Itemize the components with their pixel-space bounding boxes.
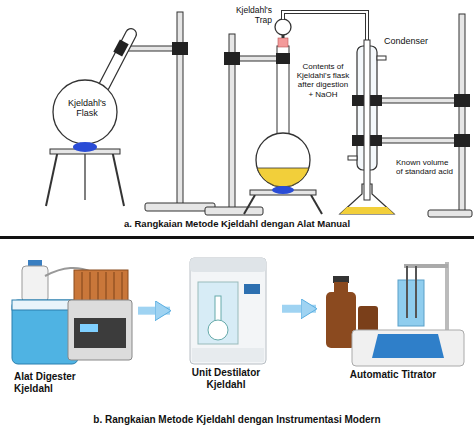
flow-arrow	[282, 305, 316, 313]
tube-rack	[74, 270, 128, 302]
clamp-block	[454, 134, 470, 147]
scrubber-bottle	[22, 266, 48, 302]
label-anchor: Known volume of standard acid	[396, 158, 456, 176]
control-panel	[74, 318, 126, 348]
section-caption: a. Rangkaian Metode Kjeldahl dengan Alat…	[0, 219, 474, 230]
electrode-arm	[404, 264, 448, 268]
flask-neck-outline	[103, 34, 131, 88]
sample-flask	[208, 320, 228, 340]
standard-acid	[340, 207, 394, 214]
safety-window	[198, 282, 238, 344]
tripod-leg	[84, 152, 86, 200]
label-anchor: a. Rangkaian Metode Kjeldahl dengan Alat…	[0, 219, 474, 230]
section-divider	[0, 236, 474, 239]
instrument-node: Automatic Titrator	[318, 255, 468, 383]
digestion-tubes	[82, 272, 122, 300]
glass-tube	[283, 12, 367, 46]
clamp-block	[454, 94, 470, 107]
label-anchor: Contents of Kjeldahl's flask after diges…	[296, 62, 350, 99]
label-anchor: Kjeldahl's Trap	[224, 6, 272, 26]
water-port	[377, 56, 386, 60]
stand-base	[205, 207, 263, 215]
condenser-tube	[364, 40, 370, 200]
distiller-base	[192, 348, 264, 362]
tripod-leg	[244, 195, 255, 214]
display	[80, 324, 98, 332]
stand-rod	[177, 12, 183, 204]
flask-neck	[103, 34, 131, 88]
clamp-jaw	[276, 53, 290, 64]
titration-beaker	[398, 280, 424, 326]
flask-neck	[277, 46, 289, 138]
glass-tube-inner	[283, 12, 367, 46]
part-label: Kjeldahl's Trap	[224, 6, 272, 26]
tripod-leg	[112, 150, 124, 206]
clamp-arm	[377, 98, 459, 103]
display	[244, 284, 260, 294]
part-label: Known volume of standard acid	[396, 158, 456, 176]
instrument-label: Unit Destilator Kjeldahl	[180, 367, 272, 391]
touch-screen	[372, 334, 444, 358]
part-label: Kjeldahl's Flask	[62, 98, 112, 119]
bottle-cap	[333, 276, 349, 283]
kjeldahl-flask	[53, 80, 117, 144]
tripod-leg	[46, 150, 58, 206]
clamp-arm	[377, 138, 459, 143]
electrodes	[407, 266, 416, 318]
part-label: Contents of Kjeldahl's flask after diges…	[296, 62, 350, 99]
clamp-block	[172, 42, 188, 55]
flask-contents	[257, 168, 309, 187]
clamp-arm	[235, 56, 279, 61]
clamp-block	[224, 52, 240, 65]
burner-flame	[272, 186, 294, 194]
clamp-jaw	[113, 39, 128, 56]
distillation-flask	[256, 133, 310, 187]
instrument-node: Alat Digester Kjeldahl	[8, 255, 136, 397]
instrument-label: Alat Digester Kjeldahl	[14, 371, 104, 395]
cabinet-top	[190, 258, 266, 272]
label-anchor: Kjeldahl's Flask	[62, 98, 112, 119]
burner-flame	[73, 142, 97, 152]
instrument-node: Unit Destilator Kjeldahl	[172, 255, 280, 393]
stand-base	[428, 210, 472, 217]
distiller-cabinet	[190, 258, 266, 364]
section-caption: b. Rangkaian Metode Kjeldahl dengan Inst…	[0, 414, 474, 426]
kjeldahl-trap	[275, 19, 291, 35]
part-label: Condenser	[384, 36, 446, 46]
titrator-base	[352, 330, 464, 366]
instrument-label: Automatic Titrator	[323, 369, 463, 381]
tripod-leg	[311, 195, 322, 214]
label-anchor: Condenser	[384, 36, 446, 46]
stand-rod	[459, 14, 465, 211]
rubber-stopper	[278, 38, 288, 47]
label-anchor: b. Rangkaian Metode Kjeldahl dengan Inst…	[0, 414, 474, 426]
heating-block	[68, 300, 132, 360]
glass-tube	[215, 296, 221, 322]
electrode-stand	[445, 262, 449, 332]
water-port	[348, 156, 357, 160]
flow-arrow	[138, 307, 170, 315]
